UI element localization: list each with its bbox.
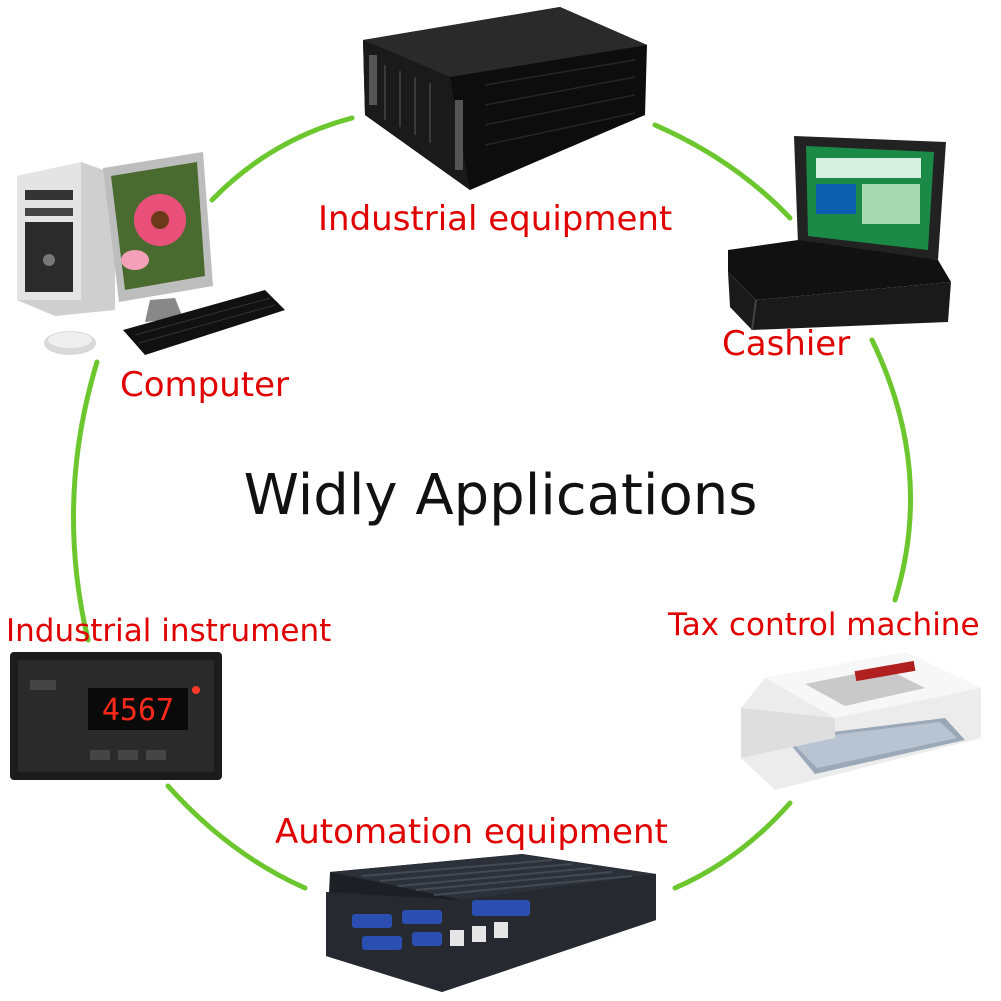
arc-top-left bbox=[209, 115, 355, 203]
meter-readout: 4567 bbox=[102, 693, 174, 728]
arc-top-right bbox=[652, 122, 793, 221]
arc-left bbox=[71, 359, 100, 643]
desktop-computer-icon bbox=[17, 152, 285, 355]
diagram-title: Widly Applications bbox=[243, 463, 758, 528]
label-tax-control-machine: Tax control machine bbox=[668, 607, 980, 643]
digital-panel-meter-icon: 4567 bbox=[10, 652, 222, 780]
arc-right bbox=[869, 337, 913, 603]
fanless-mini-pc-icon bbox=[326, 854, 656, 992]
label-industrial-equipment: Industrial equipment bbox=[318, 199, 673, 239]
rugged-laptop-icon bbox=[728, 136, 951, 331]
rack-server-icon bbox=[363, 7, 647, 190]
arc-bottom-left bbox=[165, 783, 308, 891]
label-industrial-instrument: Industrial instrument bbox=[6, 613, 332, 649]
label-cashier: Cashier bbox=[722, 324, 851, 364]
dot-matrix-printer-icon bbox=[741, 652, 981, 790]
label-computer: Computer bbox=[120, 365, 290, 405]
label-automation-equipment: Automation equipment bbox=[275, 812, 668, 852]
arc-bottom-right bbox=[672, 800, 793, 891]
